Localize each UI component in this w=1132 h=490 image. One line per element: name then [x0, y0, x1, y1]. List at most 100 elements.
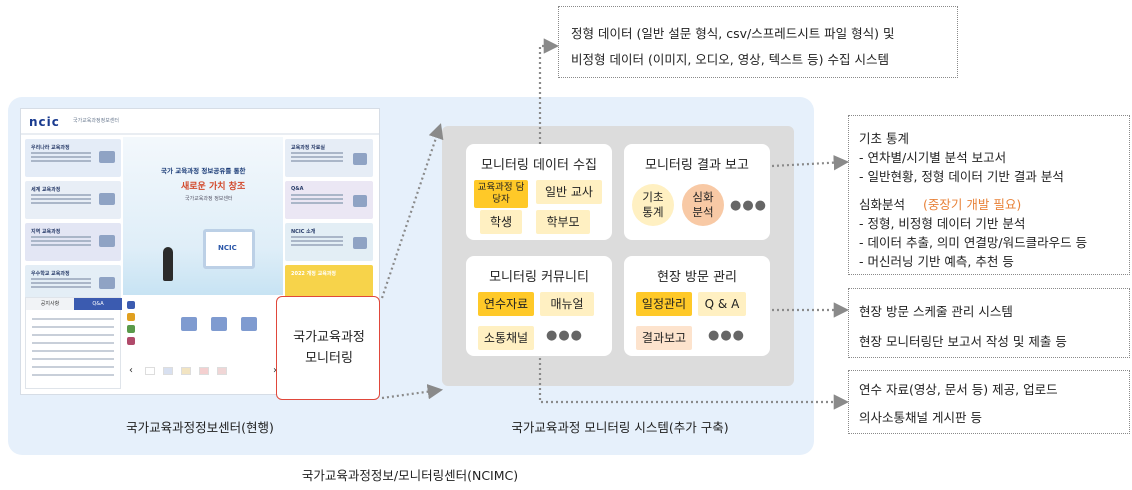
note-heading-advanced-remark: (중장기 개발 필요): [923, 197, 1022, 212]
note-heading-basic: 기초 통계: [859, 131, 909, 146]
note-statistics: 기초 통계 - 연차별/시기별 분석 보고서 - 일반현황, 정형 데이터 기반…: [848, 115, 1130, 275]
note-line: 의사소통채널 게시판 등: [859, 410, 982, 425]
arrow-to-stats-note: [771, 154, 850, 171]
hero-title: 국가 교육과정 정보공유를 통한: [161, 167, 246, 175]
computer-icon: [241, 317, 257, 331]
site-panel-label: 우리나라 교육과정: [31, 145, 70, 151]
chat-icon: [353, 195, 367, 207]
pill-qa: Q & A: [698, 292, 746, 316]
arrow-to-system-top: [380, 123, 444, 299]
flag-icon: [163, 367, 173, 375]
site-panel-school: 우수학교 교육과정: [25, 265, 121, 303]
note-line: 현장 방문 스케줄 관리 시스템: [859, 304, 1013, 319]
info-icon: [353, 237, 367, 249]
site-panel-world: 세계 교육과정: [25, 181, 121, 219]
site-panel-label: Q&A: [291, 186, 304, 192]
map-icon: [99, 235, 115, 247]
more-dots: ●●●: [708, 328, 746, 343]
note-bullet: - 일반현황, 정형 데이터 기반 결과 분석: [859, 169, 1064, 184]
label-monitoring-system: 국가교육과정 모니터링 시스템(추가 구축): [511, 420, 729, 435]
school-icon: [211, 317, 227, 331]
circle-basic-stats: 기초 통계: [632, 184, 674, 226]
note-line: 비정형 데이터 (이미지, 오디오, 영상, 텍스트 등) 수집 시스템: [571, 52, 889, 67]
note-site-visit: 현장 방문 스케줄 관리 시스템 현장 모니터링단 보고서 작성 및 제출 등: [848, 288, 1130, 358]
tab-qa: Q&A: [74, 298, 122, 310]
card-title: 현장 방문 관리: [656, 270, 738, 285]
book-icon: [181, 317, 197, 331]
flag-icon: [217, 367, 227, 375]
note-bullet: - 머신러닝 기반 예측, 추천 등: [859, 254, 1014, 269]
note-bullet: - 정형, 비정형 데이터 기반 분석: [859, 216, 1026, 231]
ncic-logo-subtitle: 국가교육과정정보센터: [73, 118, 120, 124]
flag-icon: [199, 367, 209, 375]
note-bullet: - 연차별/시기별 분석 보고서: [859, 150, 1007, 165]
pill-teacher: 일반 교사: [536, 180, 602, 204]
card-result-report: 모니터링 결과 보고 기초 통계 심화 분석 ●●●: [624, 144, 770, 240]
card-community: 모니터링 커뮤니티 연수자료 매뉴얼 소통채널 ●●●: [466, 256, 612, 356]
more-dots: ●●●: [730, 198, 768, 213]
keyboard-icon: [99, 151, 115, 163]
pill-training-materials: 연수자료: [478, 292, 534, 316]
monitoring-box-label: 국가교육과정 모니터링: [277, 327, 381, 369]
chevron-left-icon: ‹: [129, 365, 133, 376]
card-site-visit: 현장 방문 관리 일정관리 Q & A 결과보고 ●●●: [624, 256, 770, 356]
note-heading-advanced: 심화분석: [859, 197, 906, 212]
site-panel-label: 2022 개정 교육과정: [291, 271, 336, 277]
site-quick-menu: ‹ ›: [123, 297, 281, 389]
person-illustration: [163, 247, 173, 281]
flag-icon: [181, 367, 191, 375]
more-dots: ●●●: [546, 328, 584, 343]
site-hero-banner: 국가 교육과정 정보공유를 통한 새로운 가치 창조 국가교육과정 정보센터 N…: [123, 137, 283, 295]
arrow-to-data-note: [538, 38, 560, 144]
card-data-collection: 모니터링 데이터 수집 교육과정 담당자 일반 교사 학생 학부모: [466, 144, 612, 240]
hero-slogan: 새로운 가치 창조: [181, 182, 246, 192]
pill-manual: 매뉴얼: [540, 292, 594, 316]
monitor-illustration: NCIC: [203, 229, 255, 269]
site-panel-archive: 교육과정 자료실: [285, 139, 373, 177]
note-line: 정형 데이터 (일반 설문 형식, csv/스프레드시트 파일 형식) 및: [571, 26, 895, 41]
flag-icon: [145, 367, 155, 375]
site-panel-about: NCIC 소개: [285, 223, 373, 261]
circle-advanced-analysis: 심화 분석: [682, 184, 724, 226]
ncic-logo: ncic: [29, 115, 60, 129]
hand-icon: [99, 193, 115, 205]
monitoring-box-line2: 모니터링: [305, 351, 353, 366]
site-panel-label: 우수학교 교육과정: [31, 271, 70, 277]
arrow-to-system-bottom: [381, 384, 444, 400]
site-panel-qa: Q&A: [285, 181, 373, 219]
card-title: 모니터링 데이터 수집: [481, 158, 597, 173]
note-data-collection: 정형 데이터 (일반 설문 형식, csv/스프레드시트 파일 형식) 및 비정…: [558, 6, 958, 78]
site-panel-region: 지역 교육과정: [25, 223, 121, 261]
site-panel-label: 세계 교육과정: [31, 187, 61, 193]
chevron-right-icon: ›: [273, 365, 277, 376]
note-bullet: - 데이터 추출, 의미 연결망/워드클라우드 등: [859, 235, 1088, 250]
arrow-to-community-note: [538, 358, 850, 410]
monitor-label: NCIC: [218, 244, 237, 252]
site-panel-korea: 우리나라 교육과정: [25, 139, 121, 177]
note-line: 현장 모니터링단 보고서 작성 및 제출 등: [859, 334, 1067, 349]
pill-schedule: 일정관리: [636, 292, 692, 316]
school-icon: [99, 277, 115, 289]
tab-notice: 공지사항: [26, 298, 74, 310]
note-line: 연수 자료(영상, 문서 등) 제공, 업로드: [859, 382, 1058, 397]
pill-parent: 학부모: [536, 210, 590, 234]
pill-curriculum-officer: 교육과정 담당자: [474, 180, 528, 208]
site-panel-label: 교육과정 자료실: [291, 145, 325, 151]
card-title: 모니터링 결과 보고: [645, 158, 749, 173]
national-curriculum-monitoring-box: 국가교육과정 모니터링: [276, 296, 380, 400]
card-title: 모니터링 커뮤니티: [489, 270, 589, 285]
site-bottom-strip: 공지사항 Q&A ‹ ›: [25, 297, 281, 393]
folder-icon: [353, 153, 367, 165]
label-current-center: 국가교육과정정보센터(현행): [126, 420, 274, 435]
site-notice-box: 공지사항 Q&A: [25, 297, 122, 389]
pill-result-report: 결과보고: [636, 326, 692, 350]
site-divider: [21, 133, 379, 135]
pill-communication-channel: 소통채널: [478, 326, 534, 350]
monitoring-box-line1: 국가교육과정: [293, 330, 365, 345]
label-ncimc: 국가교육과정정보/모니터링센터(NCIMC): [301, 468, 519, 483]
site-panel-label: 지역 교육과정: [31, 229, 61, 235]
ncic-website-screenshot: ncic 국가교육과정정보센터 우리나라 교육과정 세계 교육과정 지역 교육과…: [20, 108, 380, 395]
pill-student: 학생: [480, 210, 522, 234]
site-panel-label: NCIC 소개: [291, 229, 316, 235]
